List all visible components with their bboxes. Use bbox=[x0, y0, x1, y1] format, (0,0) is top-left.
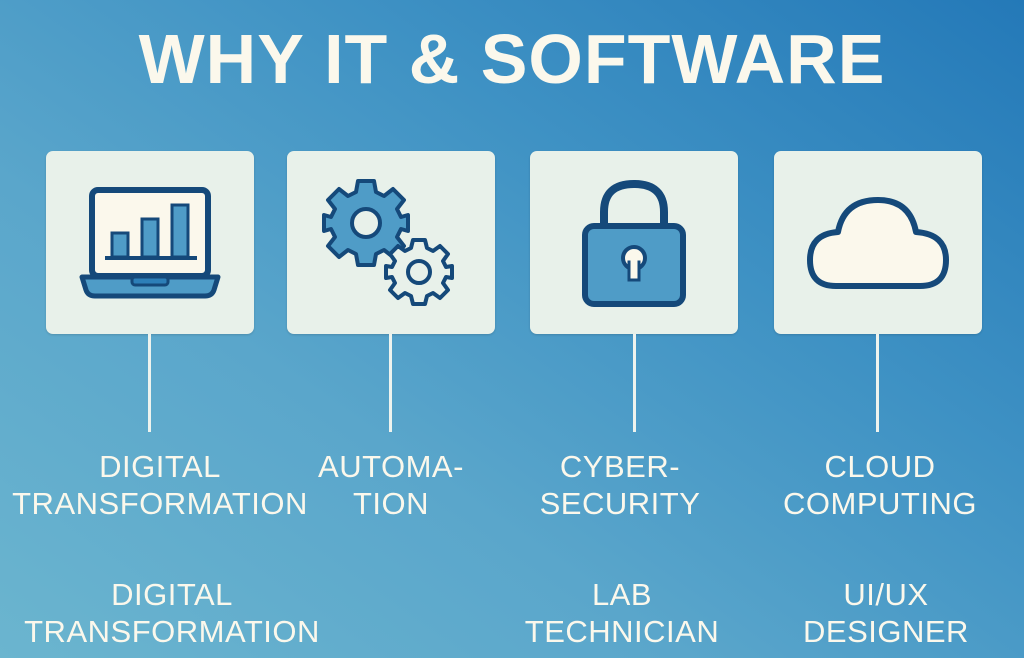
card-cybersecurity bbox=[530, 151, 738, 334]
padlock-icon bbox=[580, 178, 688, 308]
card-automation bbox=[287, 151, 495, 334]
card-label-digital-transformation: DIGITAL TRANSFORMATION bbox=[12, 449, 308, 521]
page-title: WHY IT & SOFTWARE bbox=[138, 20, 886, 98]
connector-line bbox=[876, 334, 879, 432]
career-label-digital-transformation: DIGITAL TRANSFORMATION bbox=[24, 577, 320, 649]
connector-line bbox=[389, 334, 392, 432]
card-label-cloud-computing: CLOUD COMPUTING bbox=[783, 449, 977, 521]
card-label-automation: AUTOMA- TION bbox=[318, 449, 464, 521]
cloud-icon bbox=[806, 194, 950, 292]
card-label-cybersecurity: CYBER- SECURITY bbox=[539, 449, 701, 521]
laptop-chart-icon bbox=[79, 186, 221, 300]
career-label-ui-ux-designer: UI/UX DESIGNER bbox=[803, 577, 969, 649]
connector-line bbox=[148, 334, 151, 432]
card-digital-transformation bbox=[46, 151, 254, 334]
gears-icon bbox=[321, 178, 461, 308]
connector-line bbox=[633, 334, 636, 432]
career-label-lab-technician: LAB TECHNICIAN bbox=[524, 577, 720, 649]
card-cloud-computing bbox=[774, 151, 982, 334]
